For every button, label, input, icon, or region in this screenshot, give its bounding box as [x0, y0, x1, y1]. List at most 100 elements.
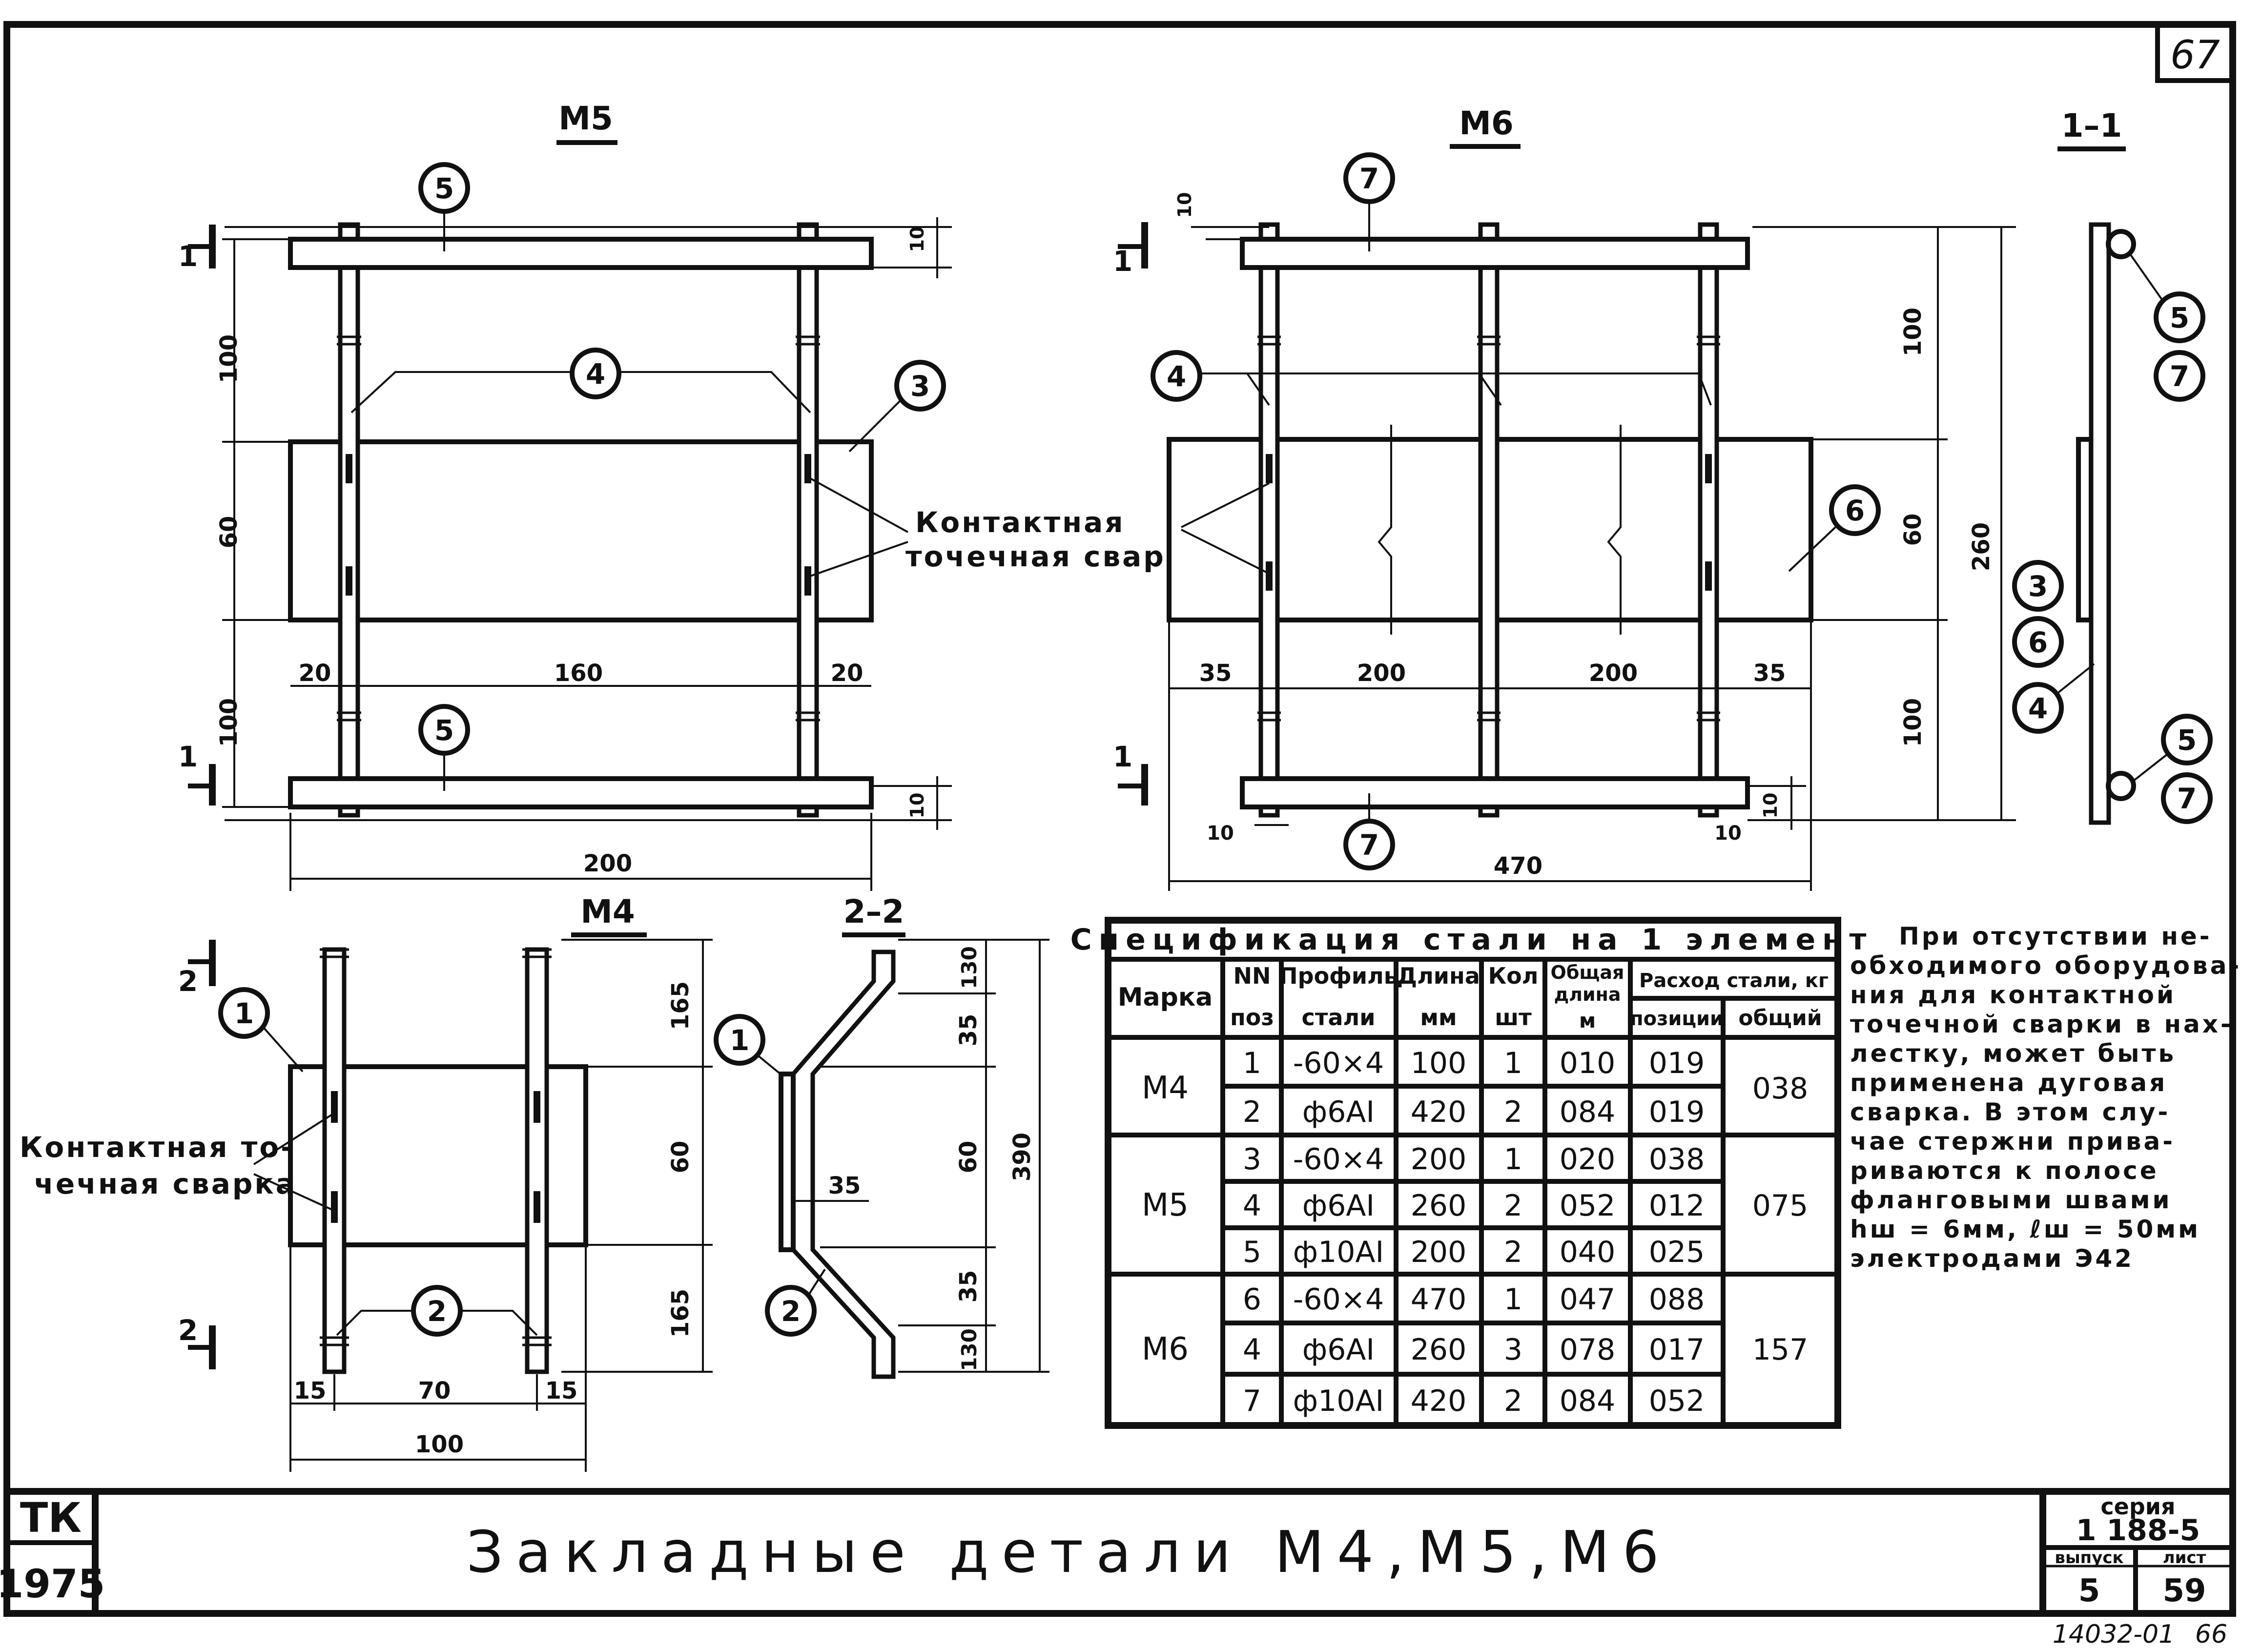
spec-total-m6: 157 — [1752, 1333, 1809, 1367]
m6-dim-d3: 200 — [1589, 660, 1638, 687]
spec-cell: 470 — [1411, 1282, 1467, 1317]
m4-bar-right — [525, 947, 549, 1374]
spec-total-m4: 038 — [1752, 1072, 1809, 1106]
section-1-1-callout-7-bottom: 7 — [2177, 782, 2197, 815]
section-2-2-dim-e: 130 — [957, 1328, 981, 1371]
spec-cell: 1 — [1504, 1142, 1522, 1177]
m5-dim-mid: 60 — [215, 516, 243, 549]
spec-cell: 047 — [1560, 1282, 1616, 1317]
view-section-2-2: 2–2 1 2 35 130 35 60 35 130 390 — [714, 893, 1049, 1379]
spec-cell: 078 — [1560, 1333, 1616, 1367]
spec-cell: ф6AI — [1302, 1095, 1375, 1129]
m6-title: М6 — [1459, 104, 1514, 142]
section-1-1-callout-3: 3 — [2028, 570, 2048, 603]
spec-cell: ф6AI — [1302, 1189, 1375, 1223]
spec-header-pos-2: поз — [1230, 1004, 1274, 1031]
spec-cell: 1 — [1504, 1046, 1522, 1080]
spec-header-mark: Марка — [1118, 983, 1213, 1012]
spec-cell: 017 — [1649, 1333, 1705, 1367]
org-label: ТК — [20, 1494, 82, 1542]
spec-mark-m6: М6 — [1142, 1331, 1189, 1367]
m5-dim-top-gap: 10 — [906, 227, 928, 252]
m6-bar-1 — [1258, 222, 1280, 818]
m5-section-mark-top: 1 — [178, 240, 198, 273]
section-1-1-callout-4: 4 — [2028, 692, 2048, 725]
sheet-label: лист — [2163, 1548, 2206, 1568]
spec-cell: 3 — [1504, 1333, 1522, 1367]
spec-cell: 260 — [1411, 1189, 1467, 1223]
spec-cell: 260 — [1411, 1333, 1467, 1367]
m4-dim-right: 15 — [545, 1377, 578, 1404]
spec-cell: 420 — [1411, 1384, 1467, 1418]
m6-dim-gap-d: 10 — [1760, 793, 1781, 819]
m4-dim-total: 100 — [415, 1431, 464, 1458]
spec-header-total-len-3: м — [1579, 1009, 1596, 1032]
m5-callout-4: 4 — [586, 357, 605, 391]
m6-dim-bottom: 100 — [1899, 698, 1927, 747]
m6-bar-2 — [1478, 222, 1500, 818]
section-1-1-callout-7-top: 7 — [2170, 360, 2189, 393]
section-2-2-dim-offset: 35 — [828, 1172, 861, 1199]
section-2-2-dim-d: 35 — [955, 1270, 982, 1303]
note-line: сварка. В этом слу- — [1850, 1098, 2170, 1126]
archive-code: 14032-01 — [2053, 1620, 2175, 1649]
spec-cell: 100 — [1411, 1046, 1467, 1080]
spec-cell: ф10AI — [1293, 1235, 1384, 1269]
m5-callout-5-bottom: 5 — [434, 714, 454, 747]
spec-header-length-2: мм — [1420, 1004, 1457, 1031]
m5-callout-5-top: 5 — [434, 172, 454, 205]
m5-weld-label-1: Контактная — [915, 506, 1125, 539]
spec-header-total-len-2: длина — [1554, 984, 1621, 1005]
m4-section-mark-bottom: 2 — [178, 1314, 198, 1347]
m5-dim-left: 20 — [299, 660, 331, 687]
spec-cell: 3 — [1243, 1142, 1261, 1177]
year-label: 1975 — [0, 1561, 105, 1607]
frame: 67 — [3, 21, 2236, 1617]
m6-dim-d1: 35 — [1199, 660, 1232, 687]
spec-cell: 084 — [1560, 1095, 1616, 1129]
section-2-2-dim-b: 35 — [955, 1014, 982, 1047]
spec-header-per-pos: позиции — [1630, 1008, 1724, 1030]
series-value: 1 188-5 — [2076, 1513, 2200, 1548]
title-block: ТК 1975 Закладные детали М4,М5,М6 серия … — [0, 1493, 2227, 1649]
m4-section-mark-top: 2 — [178, 965, 198, 998]
view-section-1-1: 1–1 5 7 3 6 4 5 7 — [2012, 107, 2213, 825]
spec-cell: 1 — [1504, 1282, 1522, 1317]
section-1-1-title: 1–1 — [2061, 107, 2122, 145]
spec-cell: 5 — [1243, 1235, 1261, 1269]
spec-cell: 6 — [1243, 1282, 1261, 1317]
spec-cell: 020 — [1560, 1142, 1616, 1177]
section-2-2-callout-2: 2 — [781, 1295, 801, 1328]
note-line: hш = 6мм, ℓш = 50мм — [1850, 1215, 2200, 1243]
section-2-2-bar-bent — [791, 950, 896, 1379]
spec-header-qty-2: шт — [1495, 1004, 1532, 1031]
note-line: электродами Э42 — [1850, 1244, 2134, 1273]
m6-bar-3 — [1698, 222, 1719, 818]
m6-section-mark-bottom: 1 — [1113, 740, 1132, 773]
spec-cell: 019 — [1649, 1046, 1705, 1080]
spec-cell: 2 — [1504, 1235, 1522, 1269]
issue-label: выпуск — [2055, 1548, 2123, 1568]
m5-dim-top: 100 — [215, 334, 243, 383]
m5-bar-left — [338, 222, 360, 818]
note-line: лестку, может быть — [1850, 1039, 2176, 1068]
spec-mark-m4: М4 — [1142, 1070, 1189, 1106]
spec-cell: 040 — [1560, 1235, 1616, 1269]
page-number: 67 — [2170, 32, 2220, 78]
m5-plate — [288, 439, 874, 622]
spec-cell: 200 — [1411, 1235, 1467, 1269]
m6-callout-6: 6 — [1845, 494, 1865, 527]
spec-header-total-len-1: Общая — [1551, 962, 1624, 983]
m4-dim-center: 70 — [418, 1377, 451, 1404]
welding-note: При отсутствии не- обходимого оборудова-… — [1850, 922, 2239, 1273]
m6-callout-4: 4 — [1167, 360, 1186, 393]
note-line: фланговыми швами — [1850, 1186, 2172, 1214]
spec-header-qty-1: Кол — [1488, 963, 1539, 989]
note-line: чае стержни прива- — [1850, 1127, 2175, 1156]
section-1-1-rod-bottom — [2106, 771, 2136, 801]
m4-bar-left — [322, 947, 347, 1374]
m4-weld-label-1: Контактная то- — [20, 1131, 294, 1164]
m5-title: М5 — [558, 100, 613, 137]
spec-total-m5: 075 — [1752, 1189, 1809, 1223]
spec-title: Спецификация стали на 1 элемент — [1070, 923, 1873, 957]
